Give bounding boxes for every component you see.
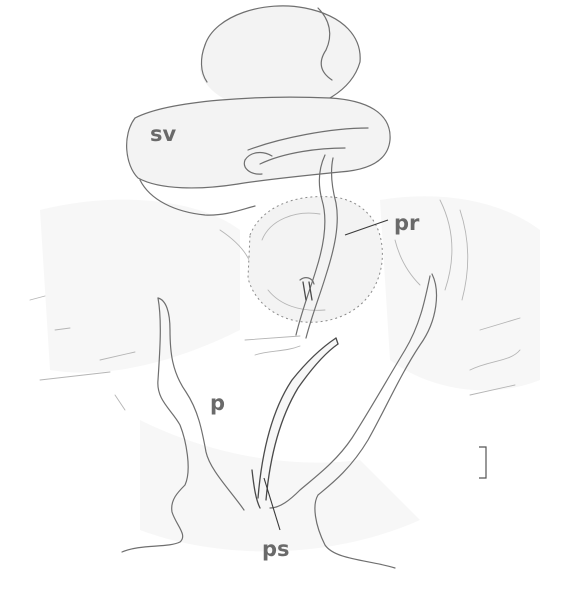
prostatic-bulb <box>248 197 382 323</box>
label-p: p <box>210 391 225 415</box>
seminal-vesicle <box>127 97 390 215</box>
scale-bar <box>479 447 486 478</box>
label-sv: sv <box>150 122 176 146</box>
label-pr: pr <box>394 211 420 235</box>
upper-organ <box>200 6 360 112</box>
label-ps: ps <box>262 537 290 561</box>
